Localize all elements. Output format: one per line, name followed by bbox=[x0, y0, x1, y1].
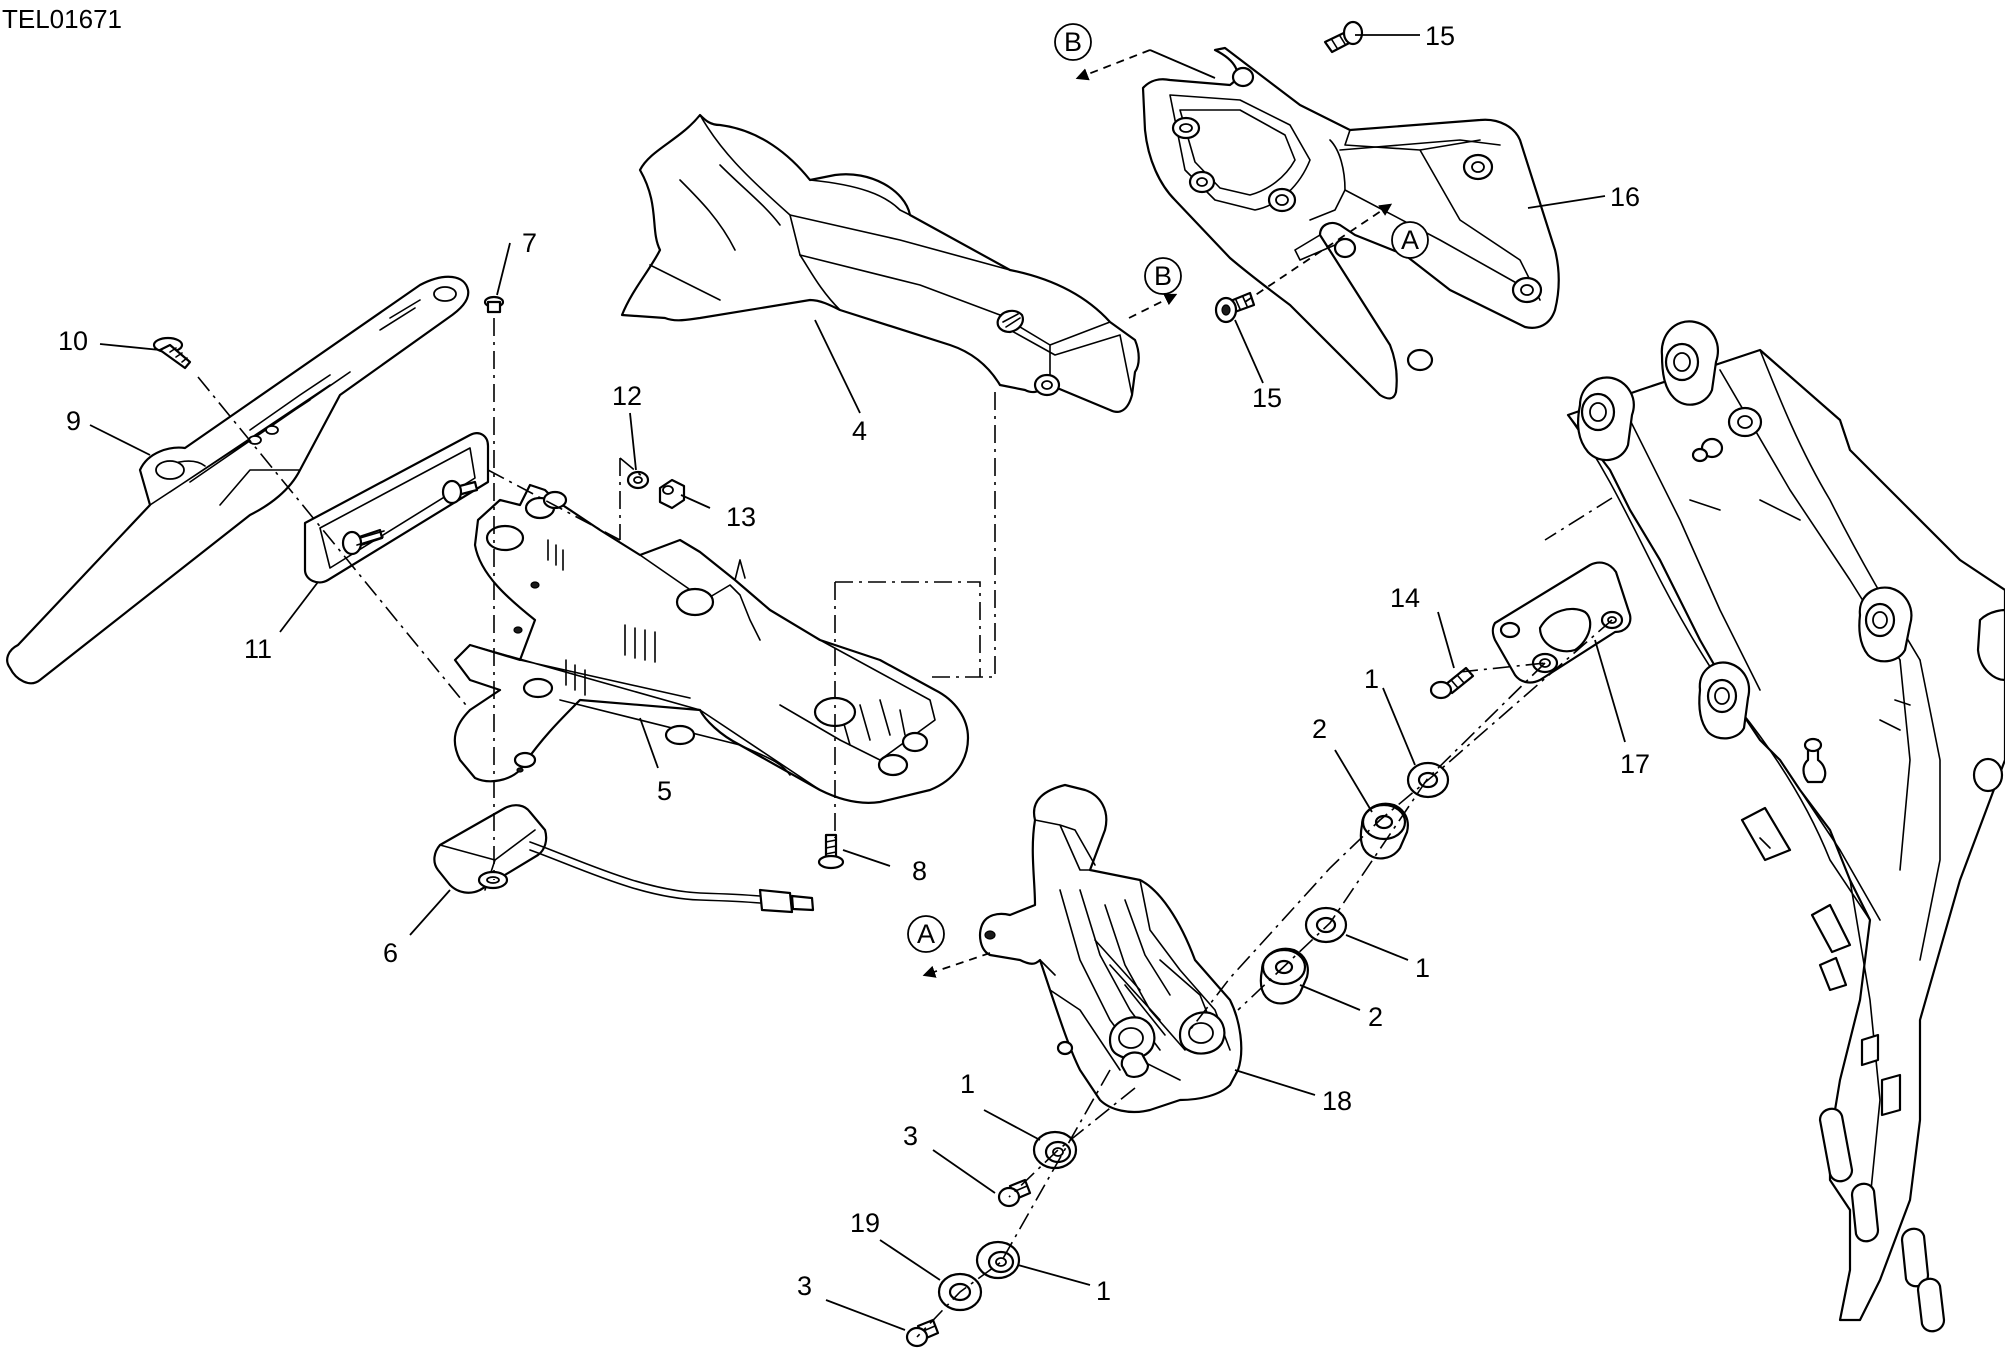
callout-1-d: 1 bbox=[1096, 1276, 1111, 1306]
reference-code: TEL01671 bbox=[2, 4, 122, 34]
svg-text:B: B bbox=[1154, 261, 1172, 291]
callout-9: 9 bbox=[66, 406, 81, 436]
callout-1-a: 1 bbox=[1364, 664, 1379, 694]
part-18-tail-bracket bbox=[979, 783, 1243, 1114]
callout-6: 6 bbox=[383, 938, 398, 968]
callout-1-c: 1 bbox=[960, 1069, 975, 1099]
part-3-screw-upper bbox=[997, 1178, 1032, 1208]
callout-10: 10 bbox=[58, 326, 88, 356]
part-12-washer bbox=[626, 470, 650, 490]
part-15-screw-top bbox=[1323, 20, 1364, 54]
marker-b-top: B bbox=[1054, 23, 1092, 61]
callout-5: 5 bbox=[657, 776, 672, 806]
part-7-screw bbox=[483, 295, 505, 314]
callout-leaders bbox=[89, 34, 1626, 1331]
callout-labels: 10 9 7 12 13 11 5 8 6 4 15 15 16 14 1 2 … bbox=[58, 21, 1650, 1306]
part-3-screw-lower bbox=[905, 1318, 940, 1348]
part-8-screw bbox=[817, 833, 845, 870]
assembly-lines bbox=[197, 318, 1613, 1338]
part-5-plate-holder bbox=[453, 483, 970, 804]
part-17-plate bbox=[1491, 561, 1632, 684]
callout-13: 13 bbox=[726, 502, 756, 532]
svg-text:A: A bbox=[1401, 225, 1419, 255]
callout-2-b: 2 bbox=[1368, 1002, 1383, 1032]
part-2-spacer-right-mid bbox=[1259, 947, 1309, 1005]
callout-4: 4 bbox=[852, 416, 867, 446]
part-14-screw bbox=[1429, 666, 1475, 700]
callout-12: 12 bbox=[612, 381, 642, 411]
callout-17: 17 bbox=[1620, 749, 1650, 779]
part-10-screw bbox=[152, 336, 192, 370]
reference-arrows bbox=[922, 49, 1393, 978]
part-1-grommet-bottom bbox=[975, 1240, 1021, 1280]
part-11-reflector bbox=[303, 432, 490, 584]
callout-2-a: 2 bbox=[1312, 714, 1327, 744]
callout-1-b: 1 bbox=[1415, 953, 1430, 983]
part-16-cover bbox=[1141, 46, 1560, 400]
part-15-screw-mid bbox=[1214, 291, 1256, 324]
svg-text:A: A bbox=[917, 919, 935, 949]
callout-8: 8 bbox=[912, 856, 927, 886]
callout-7: 7 bbox=[522, 228, 537, 258]
marker-b-mid: B bbox=[1144, 257, 1182, 295]
callout-11: 11 bbox=[244, 634, 272, 664]
callout-15-top: 15 bbox=[1425, 21, 1455, 51]
part-6-plate-light bbox=[433, 804, 815, 914]
marker-a-left: A bbox=[907, 915, 945, 953]
callout-19: 19 bbox=[850, 1208, 880, 1238]
marker-a-top: A bbox=[1391, 221, 1429, 259]
part-1-grommet-lower bbox=[1032, 1130, 1078, 1170]
callout-16: 16 bbox=[1610, 182, 1640, 212]
part-2-spacer-right-top bbox=[1359, 802, 1409, 860]
rear-subframe bbox=[1566, 320, 2005, 1333]
callout-18: 18 bbox=[1322, 1086, 1352, 1116]
callout-15-mid: 15 bbox=[1252, 383, 1282, 413]
callout-3-b: 3 bbox=[797, 1271, 812, 1301]
part-1-grommet-right-mid bbox=[1304, 906, 1348, 944]
callout-14: 14 bbox=[1390, 583, 1420, 613]
part-4-undertray bbox=[620, 113, 1140, 413]
part-13-nut bbox=[658, 478, 686, 510]
part-9-plate-bracket bbox=[6, 275, 470, 685]
svg-text:B: B bbox=[1064, 27, 1082, 57]
callout-3-a: 3 bbox=[903, 1121, 918, 1151]
